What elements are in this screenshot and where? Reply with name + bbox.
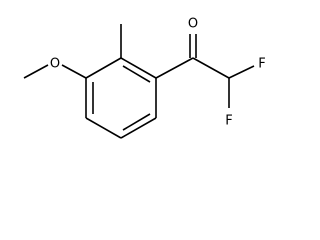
lower-fluorine-label: F (225, 114, 232, 129)
carbonyl-to-cf2-bond (192, 57, 230, 79)
methoxy-oxygen-label: O (50, 57, 60, 72)
ring-bond-bottom-to-bottom-left (85, 117, 122, 139)
ring-bond-top-left-to-top-right (120, 57, 157, 79)
upper-fluorine-label: F (258, 57, 265, 72)
ring-inner-double-bond-lower (122, 113, 151, 131)
ketone-oxygen-label: O (188, 17, 198, 32)
ring-bond-top-left-to-top (85, 57, 122, 79)
benzene-ring (85, 57, 157, 139)
chemical-structure: O O F F (23, 17, 266, 139)
cf2-to-upper-f-bond (228, 65, 255, 79)
ring-to-carbonyl-bond (155, 57, 194, 79)
methoxy-ring-to-o-bond (61, 64, 87, 79)
methoxy-o-to-methyl-bond (23, 64, 49, 79)
ring-inner-double-bond-upper (122, 65, 151, 83)
ring-bond-bottom-right-to-bottom (120, 117, 157, 139)
